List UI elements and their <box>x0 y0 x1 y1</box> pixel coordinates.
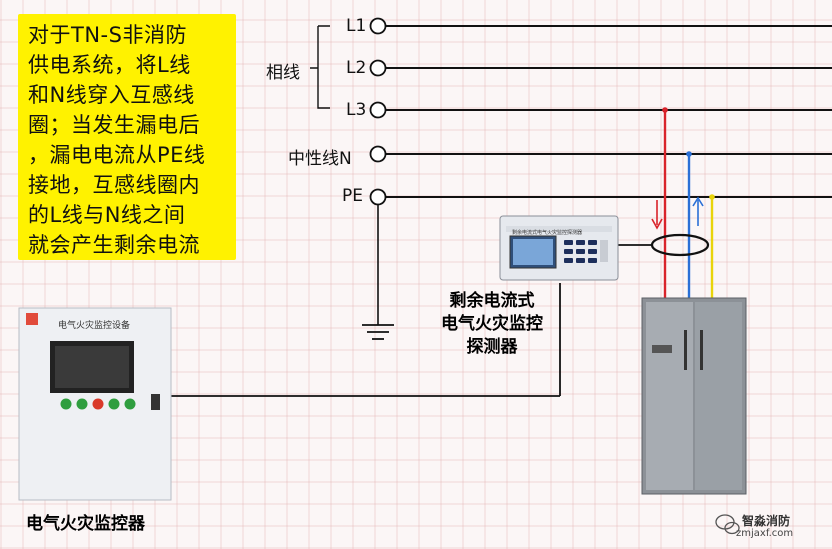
current-transformer-ring <box>650 233 710 257</box>
terminal-L2 <box>369 59 387 77</box>
arrow-up-icon <box>692 196 704 226</box>
node-L3 <box>662 107 668 113</box>
label-L1: L1 <box>346 16 367 36</box>
monitor-caption: 剩余电流式 电气火灾监控 探测器 <box>441 291 543 357</box>
terminal-N <box>369 145 387 163</box>
monitor-device <box>499 215 619 281</box>
arrow-down-icon <box>651 200 663 230</box>
watermark-brand: 智淼消防 <box>742 514 791 528</box>
monitor-device-name: 剩余电流式电气火灾监控探测器 <box>512 230 583 236</box>
label-L3: L3 <box>346 100 367 120</box>
label-L2: L2 <box>346 58 367 78</box>
node-N <box>686 151 692 157</box>
label-neutral: 中性线N <box>288 149 352 169</box>
terminal-PE <box>369 188 387 206</box>
terminal-L1 <box>369 17 387 35</box>
terminal-L3 <box>369 101 387 119</box>
controller-caption: 电气火灾监控器 <box>26 514 145 534</box>
ground-icon <box>362 324 394 340</box>
node-PE <box>709 194 715 200</box>
phase-bracket <box>310 25 330 109</box>
label-pe: PE <box>342 186 363 206</box>
watermark-url: zmjaxf.com <box>736 528 794 539</box>
wechat-icon <box>715 514 740 535</box>
controller-cabinet <box>18 307 172 501</box>
load-refrigerator <box>641 297 747 495</box>
label-phase-group: 相线 <box>266 63 300 83</box>
cabinet-title: 电气火灾监控设备 <box>58 321 131 331</box>
explanation-note: 对于TN-S非消防 供电系统，将L线 和N线穿入互感线 圈；当发生漏电后 ，漏电… <box>18 14 236 260</box>
